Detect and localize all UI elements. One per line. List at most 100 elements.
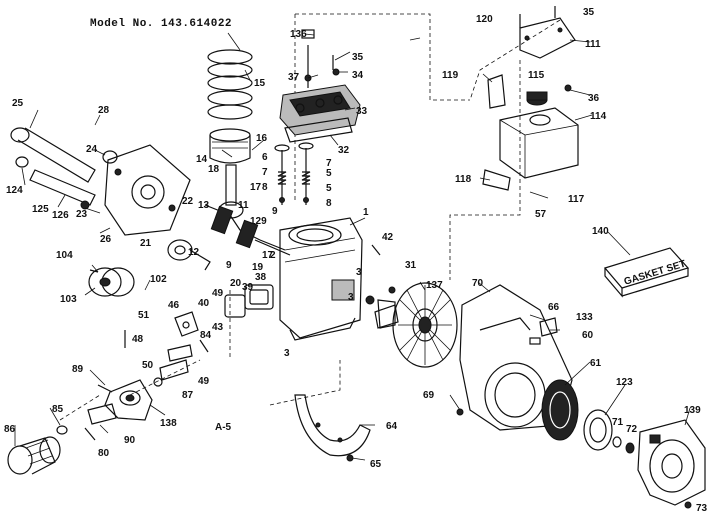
part-label-80: 80 — [98, 448, 110, 459]
part-label-40: 40 — [198, 298, 210, 309]
part-label-5a: 5 — [326, 168, 332, 179]
part-label-9a: 9 — [272, 206, 278, 217]
part-label-84: 84 — [200, 330, 212, 341]
part-label-3a: 3 — [356, 267, 362, 278]
part-label-115: 115 — [528, 70, 545, 81]
part-label-3c: 3 — [348, 292, 354, 303]
part-label-36: 36 — [588, 93, 600, 104]
part-label-119: 119 — [442, 70, 459, 81]
assembly-guide-lines — [59, 13, 561, 421]
part-label-51: 51 — [138, 310, 150, 321]
part-label-35a: 35 — [352, 52, 364, 63]
piston — [209, 128, 251, 164]
part-label-7a: 7 — [262, 167, 268, 178]
part-label-11: 11 — [238, 200, 249, 211]
part-label-129: 129 — [250, 216, 267, 227]
part-label-16: 16 — [256, 133, 268, 144]
part-label-65: 65 — [370, 459, 382, 470]
part-label-9b: 9 — [226, 260, 232, 271]
part-label-13: 13 — [198, 200, 210, 211]
part-label-32: 32 — [338, 145, 350, 156]
part-label-57: 57 — [535, 209, 547, 220]
part-label-140: 140 — [592, 226, 609, 237]
part-label-17b: 17 — [262, 250, 274, 261]
part-label-19: 19 — [252, 262, 264, 273]
part-label-64: 64 — [386, 421, 398, 432]
part-label-133: 133 — [576, 312, 593, 323]
part-label-31: 31 — [405, 260, 417, 271]
leader-lines — [14, 32, 691, 461]
model-number-label: Model No. 143.614022 — [90, 18, 232, 30]
part-label-138: 138 — [160, 418, 177, 429]
part-label-23: 23 — [76, 209, 88, 220]
cam-gear — [167, 239, 211, 271]
part-label-17a: 17 — [250, 182, 262, 193]
part-label-18: 18 — [208, 164, 220, 175]
part-label-136: 136 — [290, 29, 307, 40]
part-label-2: 2 — [270, 250, 276, 261]
part-label-3b: 3 — [284, 348, 290, 359]
part-label-15: 15 — [254, 78, 266, 89]
flywheel — [377, 282, 458, 368]
part-label-50: 50 — [142, 360, 154, 371]
part-label-66: 66 — [548, 302, 560, 313]
part-label-124: 124 — [6, 185, 23, 196]
part-label-1: 1 — [363, 207, 369, 218]
part-label-28: 28 — [98, 105, 110, 116]
part-label-117: 117 — [568, 194, 585, 205]
pto-pulley — [88, 267, 135, 297]
piston-rings — [207, 49, 253, 120]
part-label-49a: 49 — [212, 288, 224, 299]
part-label-38: 38 — [255, 272, 267, 283]
part-label-24: 24 — [86, 144, 98, 155]
crankshaft — [204, 204, 291, 256]
oil-fill-tube — [10, 127, 118, 210]
part-label-26: 26 — [100, 234, 112, 245]
part-label-43: 43 — [212, 322, 224, 333]
part-label-90: 90 — [124, 435, 136, 446]
part-label-21: 21 — [140, 238, 152, 249]
part-label-12: 12 — [188, 247, 200, 258]
part-label-48: 48 — [132, 334, 144, 345]
part-label-70: 70 — [472, 278, 484, 289]
part-label-49b: 49 — [198, 376, 210, 387]
part-label-14: 14 — [196, 154, 208, 165]
air-cleaner — [7, 436, 61, 475]
crankcase-cover — [104, 144, 191, 236]
part-label-85: 85 — [52, 404, 64, 415]
part-label-103: 103 — [60, 294, 77, 305]
carb-adapter — [56, 403, 117, 441]
part-label-7b: 7 — [326, 158, 332, 169]
part-label-86: 86 — [4, 424, 16, 435]
part-label-8b: 8 — [326, 198, 332, 209]
part-label-102: 102 — [150, 274, 167, 285]
valve-cover — [224, 284, 274, 318]
part-label-118: 118 — [455, 174, 472, 185]
part-label-72: 72 — [626, 424, 638, 435]
fuel-tank — [482, 107, 579, 191]
head-bolts — [301, 29, 340, 88]
part-label-39: 39 — [242, 282, 254, 293]
part-label-34: 34 — [352, 70, 364, 81]
starter-pulley — [583, 409, 635, 454]
misc-hardware — [346, 244, 692, 509]
part-label-61: 61 — [590, 358, 602, 369]
part-label-6: 6 — [262, 152, 268, 163]
part-label-111: 111 — [585, 39, 601, 50]
part-label-137: 137 — [426, 280, 443, 291]
part-label-8a: 8 — [262, 182, 268, 193]
fuel-cap-and-bracket — [487, 6, 576, 109]
part-label-69: 69 — [423, 390, 435, 401]
part-label-33: 33 — [356, 106, 368, 117]
part-label-73: 73 — [696, 503, 708, 514]
part-label-5b: 5 — [326, 183, 332, 194]
part-label-35b: 35 — [583, 7, 595, 18]
part-label-125: 125 — [32, 204, 49, 215]
part-label-42: 42 — [382, 232, 394, 243]
part-label-89: 89 — [72, 364, 84, 375]
cylinder-head — [279, 84, 361, 143]
governor-linkage — [124, 311, 209, 387]
part-label-123: 123 — [616, 377, 633, 388]
part-label-25: 25 — [12, 98, 24, 109]
